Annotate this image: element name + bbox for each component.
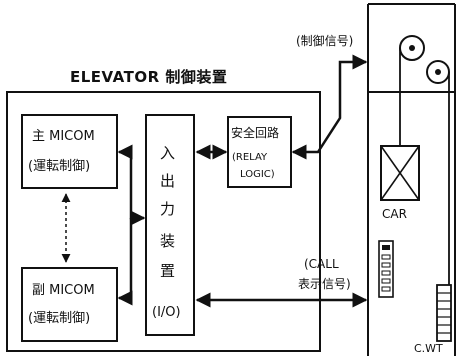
counterweight-icon bbox=[436, 284, 452, 342]
call-signal-label-2: 表示信号) bbox=[298, 277, 351, 291]
io-char-3: 力 bbox=[160, 200, 175, 218]
control-signal-label: (制御信号) bbox=[296, 33, 353, 48]
car-label: CAR bbox=[382, 207, 407, 221]
io-char-1: 入 bbox=[160, 144, 175, 162]
io-sublabel: (I/O) bbox=[152, 305, 181, 320]
io-device-box: 入 出 力 装 置 (I/O) bbox=[145, 114, 195, 336]
sub-micom-io-link bbox=[117, 218, 133, 306]
safety-circuit-sub1: (RELAY bbox=[232, 152, 268, 163]
safety-circuit-sub2: LOGIC) bbox=[240, 169, 275, 180]
controller-enclosure bbox=[6, 91, 321, 352]
elevator-shaft bbox=[367, 3, 456, 356]
sub-micom-box: 副 MICOM (運転制御) bbox=[21, 267, 118, 342]
counterweight-label: C.WT bbox=[414, 342, 443, 355]
car-icon bbox=[380, 145, 420, 201]
main-micom-sublabel: (運転制御) bbox=[28, 159, 90, 174]
safety-circuit-box: 安全回路 (RELAY LOGIC) bbox=[227, 116, 292, 188]
main-micom-box: 主 MICOM (運転制御) bbox=[21, 114, 118, 189]
io-char-5: 置 bbox=[160, 262, 175, 280]
control-signal-link bbox=[291, 54, 368, 160]
diagram-title: ELEVATOR 制御装置 bbox=[70, 68, 227, 86]
io-char-4: 装 bbox=[160, 232, 175, 250]
call-indicator-panel-icon bbox=[378, 240, 394, 298]
call-signal-label-1: (CALL bbox=[304, 257, 339, 271]
main-micom-io-link bbox=[117, 144, 146, 226]
safety-circuit-label: 安全回路 bbox=[231, 125, 279, 140]
sub-micom-label: 副 MICOM bbox=[32, 283, 95, 298]
io-char-2: 出 bbox=[160, 172, 175, 190]
sub-micom-sublabel: (運転制御) bbox=[28, 311, 90, 326]
main-micom-label: 主 MICOM bbox=[32, 129, 95, 144]
